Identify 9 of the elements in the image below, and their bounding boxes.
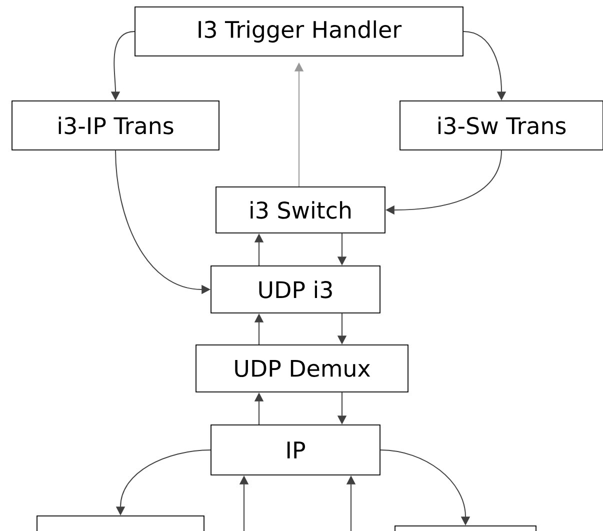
empty-box xyxy=(394,526,536,531)
process-box: i3 Switch xyxy=(216,186,386,234)
process-box: IP xyxy=(210,424,380,476)
process-box: I3 Trigger Handler xyxy=(134,6,464,56)
process-box: UDP Demux xyxy=(196,344,408,392)
process-box: i3-Sw Trans xyxy=(400,100,603,150)
process-box: i3-IP Trans xyxy=(12,100,220,150)
empty-box xyxy=(36,516,204,531)
process-box: UDP i3 xyxy=(210,266,380,314)
